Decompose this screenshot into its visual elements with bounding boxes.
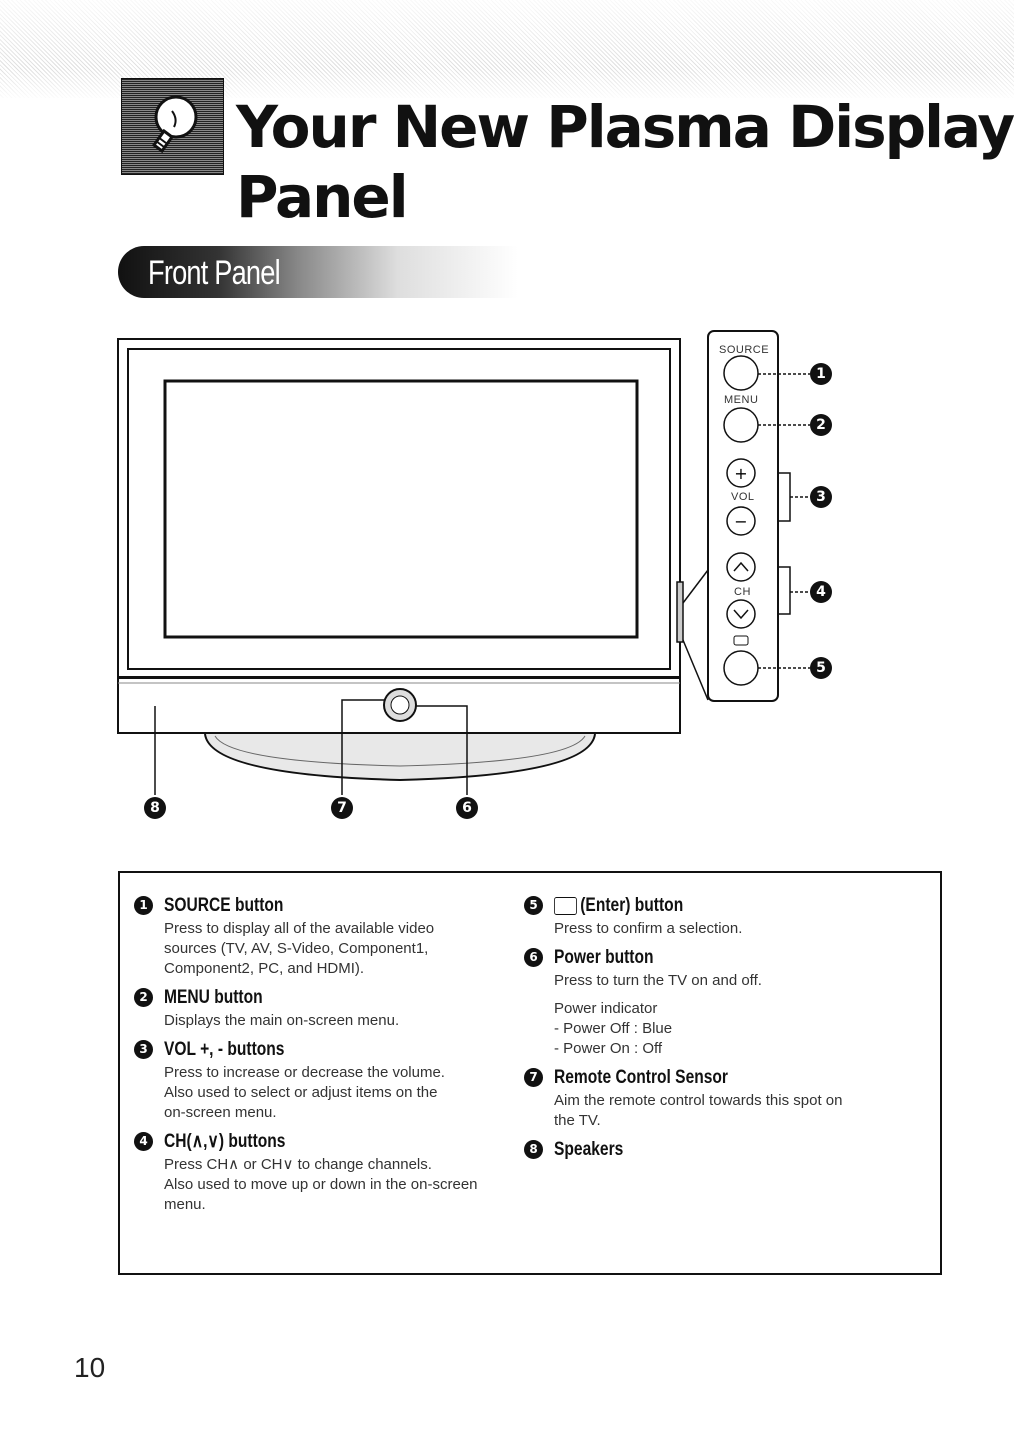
item-number: 4 <box>134 1132 153 1151</box>
vol-up-button <box>726 458 756 488</box>
item-source: 1 SOURCE button Press to display all of … <box>134 893 534 979</box>
description-box: 1 SOURCE button Press to display all of … <box>118 871 942 1275</box>
callout-3: 3 <box>810 486 832 508</box>
callout-5: 5 <box>810 657 832 679</box>
section-title: Front Panel <box>148 254 281 292</box>
item-enter: 5 (Enter) button Press to confirm a sele… <box>524 893 924 939</box>
tv-front-diagram: + − <box>117 330 810 795</box>
section-banner <box>118 246 518 298</box>
tv-stand <box>204 733 596 782</box>
item-heading: Power button <box>554 947 654 968</box>
item-text: Press to confirm a selection. <box>554 920 743 937</box>
item-number: 1 <box>134 896 153 915</box>
item-speakers: 8 Speakers <box>524 1137 924 1163</box>
item-menu: 2 MENU button Displays the main on-scree… <box>134 985 534 1031</box>
item-remote-sensor: 7 Remote Control Sensor Aim the remote c… <box>524 1065 924 1131</box>
ch-down-button <box>726 599 756 629</box>
vol-down-button <box>726 506 756 536</box>
item-heading: Speakers <box>554 1139 624 1160</box>
callout-6: 6 <box>456 797 478 819</box>
callout-8: 8 <box>144 797 166 819</box>
ch-up-button <box>726 552 756 582</box>
svg-text:+: + <box>734 464 747 483</box>
power-indicator-text: Power indicator - Power Off : Blue - Pow… <box>554 1000 673 1057</box>
page-number: 10 <box>74 1352 106 1383</box>
speaker-strip <box>117 677 681 734</box>
enter-button <box>723 650 759 686</box>
callout-4: 4 <box>810 581 832 603</box>
enter-icon <box>554 896 577 915</box>
item-number: 8 <box>524 1140 543 1159</box>
item-number: 3 <box>134 1040 153 1059</box>
item-heading: VOL +, - buttons <box>164 1039 285 1060</box>
svg-text:−: − <box>734 512 747 531</box>
item-heading: (Enter) button <box>580 895 684 916</box>
item-ch: 4 CH(∧,∨) buttons Press CH∧ or CH∨ to ch… <box>134 1129 534 1215</box>
callout-2: 2 <box>810 414 832 436</box>
item-power: 6 Power button Press to turn the TV on a… <box>524 945 924 1059</box>
ch-label: CH <box>734 586 751 598</box>
item-heading: CH(∧,∨) buttons <box>164 1131 286 1152</box>
vol-label: VOL <box>731 491 755 503</box>
item-heading: SOURCE button <box>164 895 284 916</box>
source-label: SOURCE <box>719 344 770 356</box>
page-title: Your New Plasma Display Panel <box>236 93 1014 231</box>
item-number: 2 <box>134 988 153 1007</box>
item-number: 6 <box>524 948 543 967</box>
tv-screen <box>163 379 639 639</box>
item-text: Press CH∧ or CH∨ to change channels. Als… <box>164 1156 478 1213</box>
source-button <box>723 355 759 391</box>
item-text: Aim the remote control towards this spot… <box>554 1092 843 1129</box>
item-number: 7 <box>524 1068 543 1087</box>
item-text: Press to increase or decrease the volume… <box>164 1064 445 1121</box>
item-text: Displays the main on-screen menu. <box>164 1012 400 1029</box>
item-heading: MENU button <box>164 987 263 1008</box>
item-heading: Remote Control Sensor <box>554 1067 729 1088</box>
side-buttons-edge <box>676 581 684 643</box>
description-column-left: 1 SOURCE button Press to display all of … <box>134 893 534 1221</box>
description-column-right: 5 (Enter) button Press to confirm a sele… <box>524 893 924 1169</box>
callout-1: 1 <box>810 363 832 385</box>
item-text: Press to turn the TV on and off. <box>554 972 762 989</box>
menu-label: MENU <box>724 394 759 406</box>
item-vol: 3 VOL +, - buttons Press to increase or … <box>134 1037 534 1123</box>
menu-button <box>723 407 759 443</box>
item-number: 5 <box>524 896 543 915</box>
callout-7: 7 <box>331 797 353 819</box>
enter-glyph-small <box>733 635 749 646</box>
item-text: Press to display all of the available vi… <box>164 920 435 977</box>
tv-bezel-inner <box>127 348 671 670</box>
lightbulb-icon <box>121 78 224 175</box>
item-heading-row: (Enter) button <box>554 893 857 919</box>
